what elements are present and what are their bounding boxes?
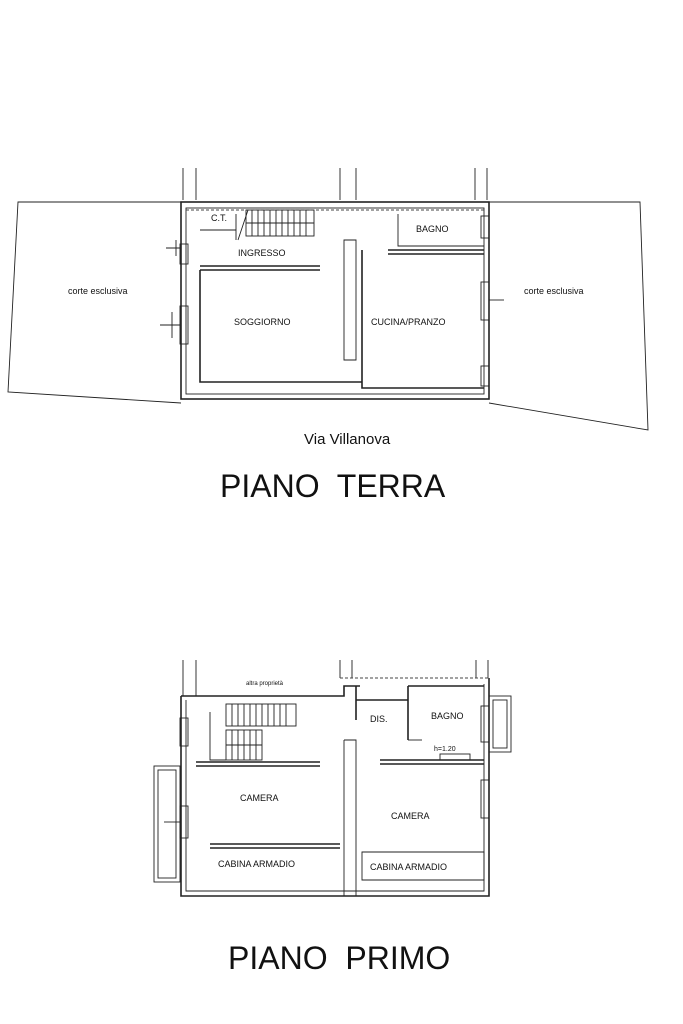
room-label-cucina-pranzo: CUCINA/PRANZO [371,317,446,327]
ground-windows [160,215,504,387]
room-label-bagno: BAGNO [416,224,449,234]
room-label-cabina-right: CABINA ARMADIO [370,862,447,872]
first-floor-title: PIANO PRIMO [228,940,450,976]
ground-floor-title: PIANO TERRA [220,468,446,504]
height-note: h=1.20 [434,746,456,753]
street-label: Via Villanova [304,431,391,448]
courtyard-right-outline [488,201,649,431]
courtyard-left-outline [7,201,182,404]
ground-stairs [237,209,315,241]
room-label-camera-right: CAMERA [391,811,430,821]
room-label-ct: C.T. [211,213,227,223]
room-label-ingresso: INGRESSO [238,248,286,258]
room-label-camera-left: CAMERA [240,793,279,803]
room-label-cabina-left: CABINA ARMADIO [218,859,295,869]
label-altra-proprieta: altra proprietà [246,681,284,687]
first-floor-plan: altra proprietà DIS. BAGNO h=1.20 CAMERA… [153,660,512,976]
ground-floor-plan: C.T. INGRESSO BAGNO SOGGIORNO CUCINA/PRA… [7,168,649,504]
first-stairs [209,703,297,761]
room-label-bagno-first: BAGNO [431,711,464,721]
room-label-soggiorno: SOGGIORNO [234,317,291,327]
right-balcony [488,695,512,753]
room-label-corte-right: corte esclusiva [524,286,584,296]
first-windows [164,705,490,839]
room-label-corte-left: corte esclusiva [68,286,128,296]
room-label-dis: DIS. [370,714,388,724]
